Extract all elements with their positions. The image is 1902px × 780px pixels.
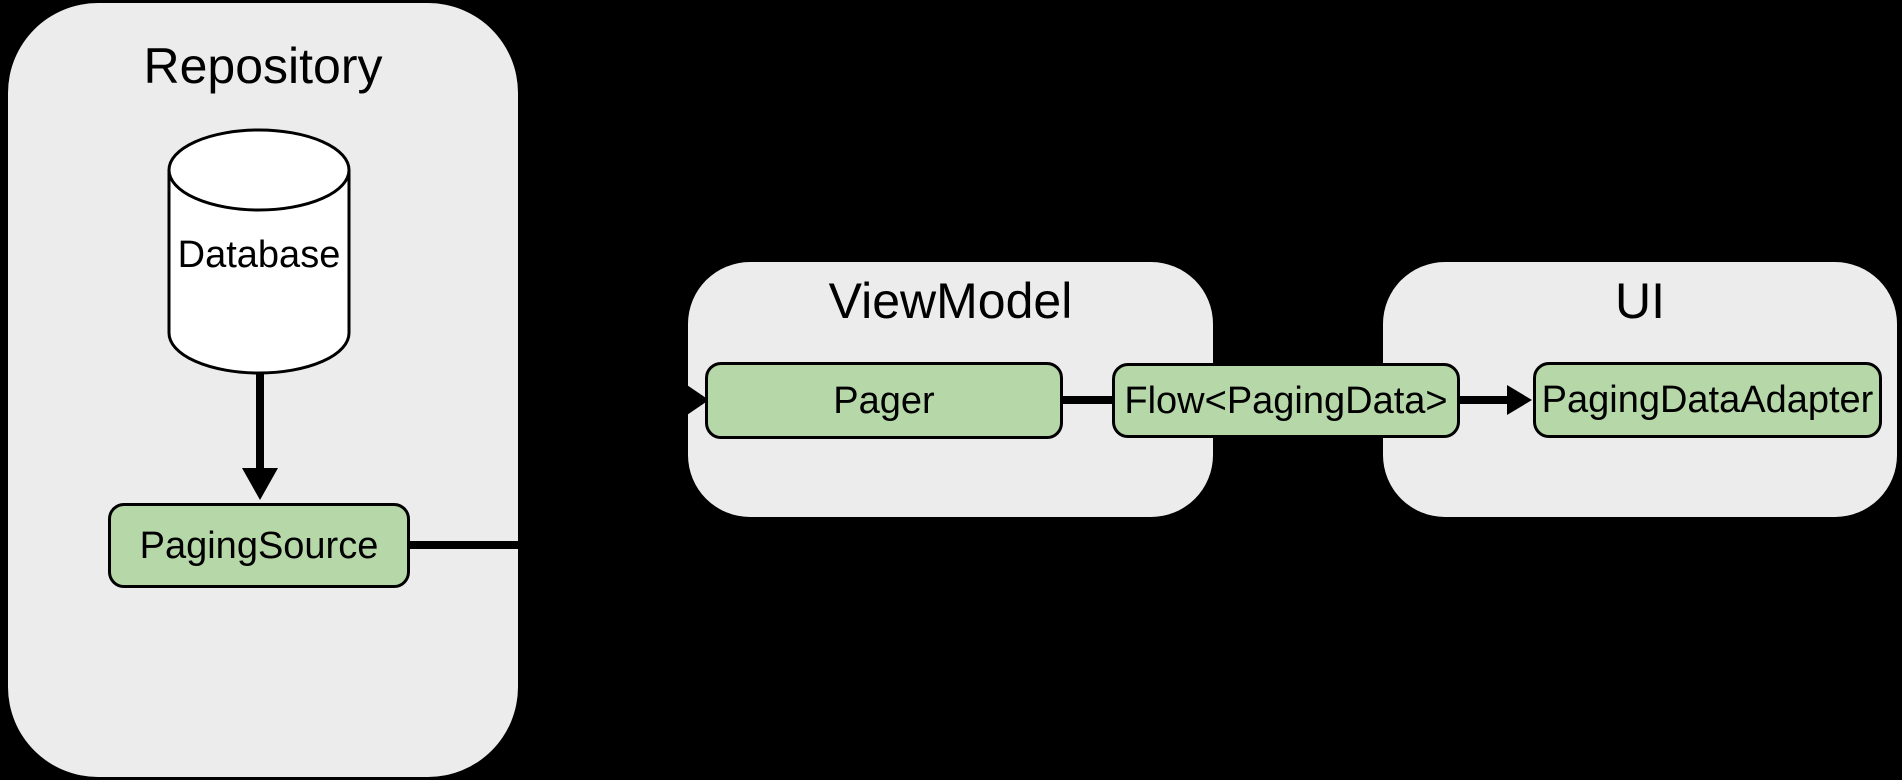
- database-label: Database: [177, 234, 341, 276]
- repository-group: Repository: [8, 3, 518, 777]
- repository-title: Repository: [143, 38, 383, 94]
- pagingdataadapter-node: PagingDataAdapter: [1533, 362, 1882, 438]
- flow-pagingdata-label: Flow<PagingData>: [1124, 379, 1448, 422]
- flow-pagingdata-node: Flow<PagingData>: [1112, 363, 1460, 438]
- viewmodel-title: ViewModel: [828, 273, 1073, 329]
- pager-node: Pager: [705, 362, 1063, 439]
- pagingsource-node: PagingSource: [108, 503, 410, 588]
- pagingdataadapter-label: PagingDataAdapter: [1541, 379, 1874, 421]
- pagingsource-label: PagingSource: [139, 524, 379, 567]
- pager-label: Pager: [833, 379, 935, 422]
- ui-title: UI: [1615, 273, 1665, 329]
